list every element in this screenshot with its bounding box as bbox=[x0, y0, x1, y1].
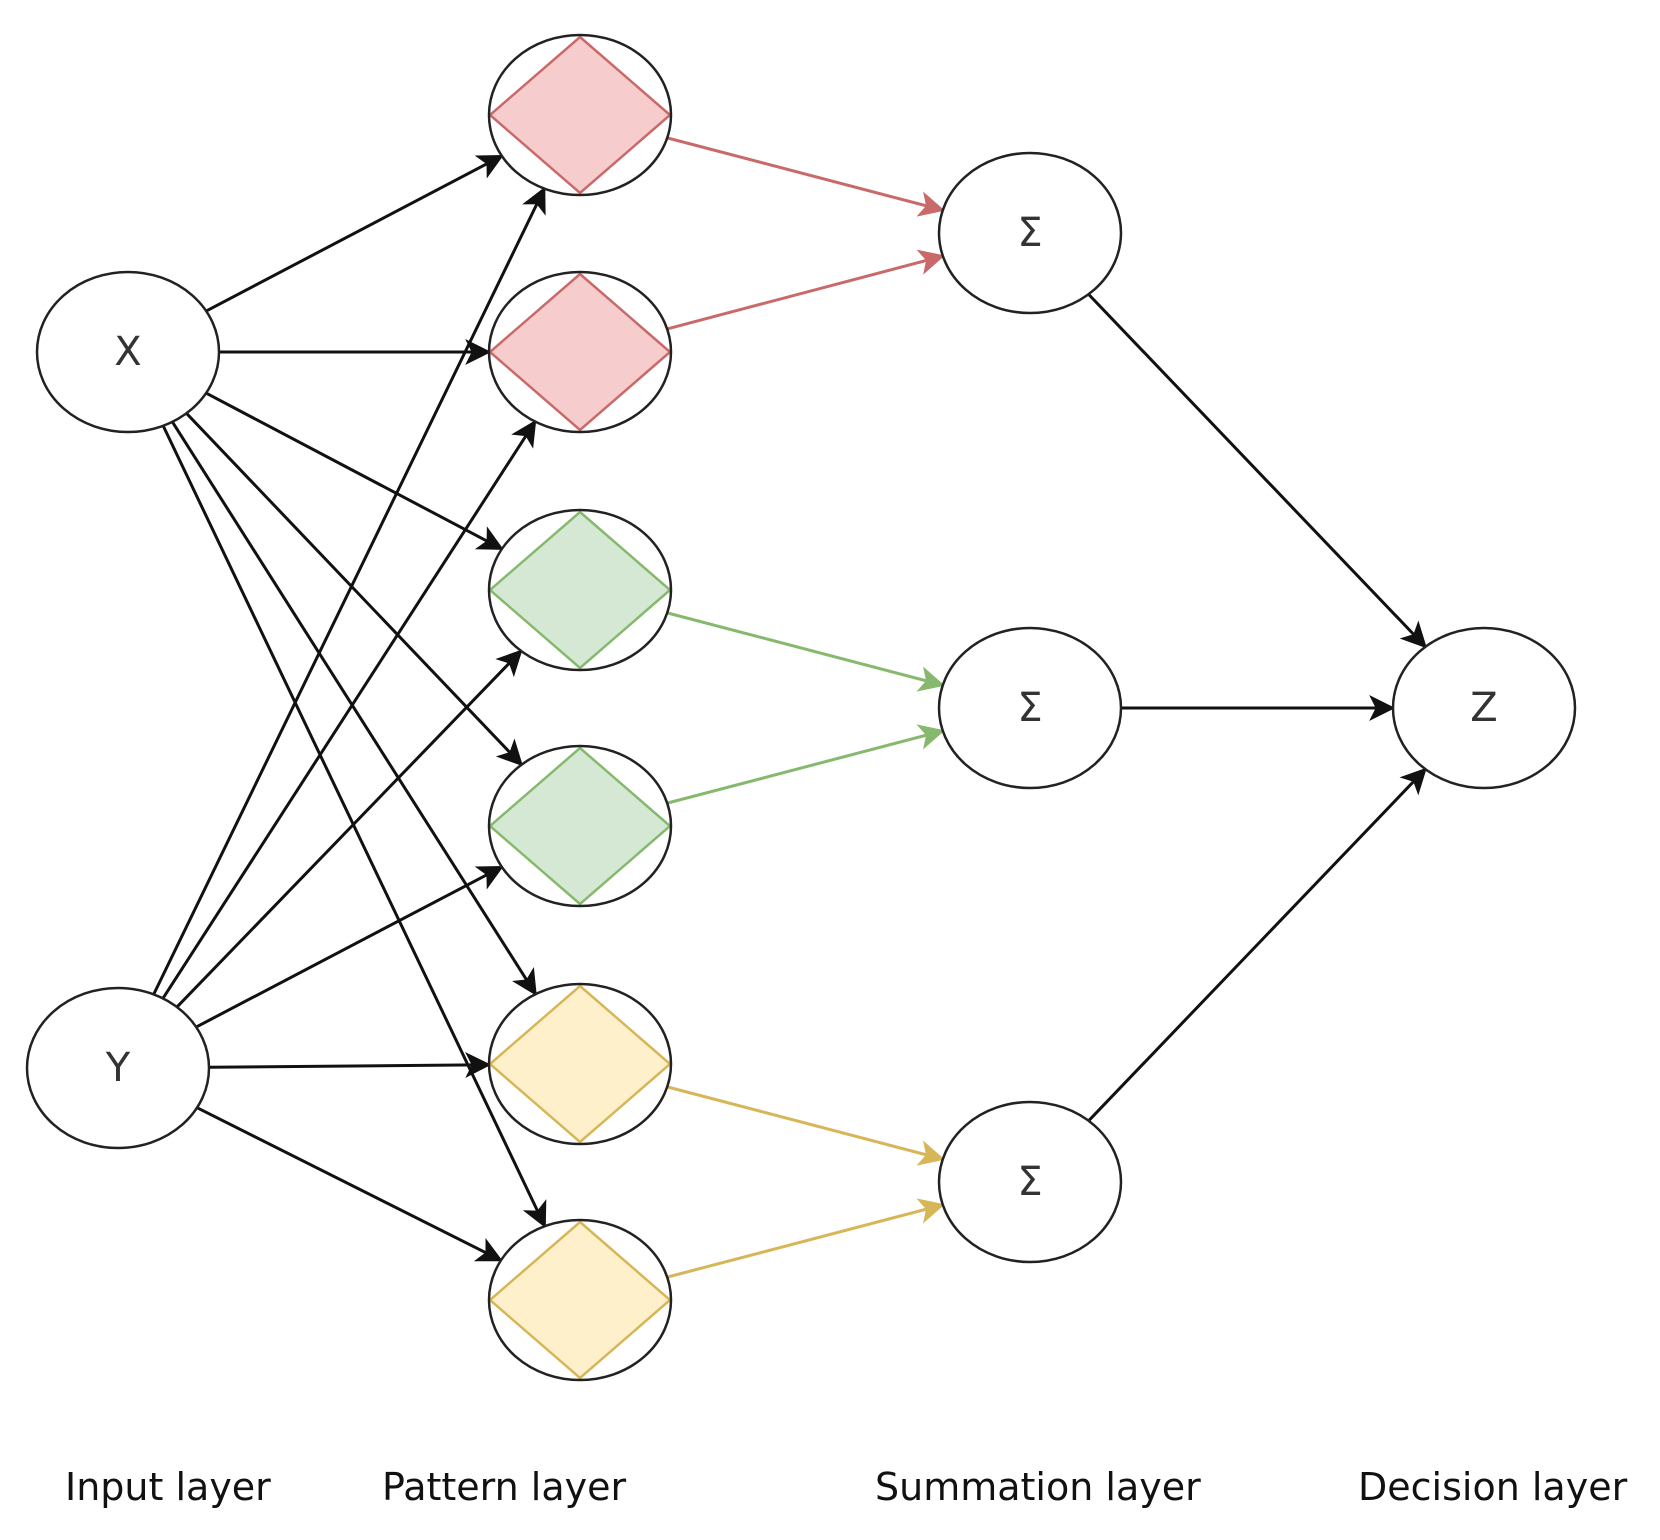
pattern-node-circle bbox=[487, 1218, 673, 1382]
pattern-diamond-red bbox=[488, 35, 672, 195]
edge-p3-to-s2 bbox=[666, 611, 945, 692]
edge-x-to-p6 bbox=[161, 425, 547, 1229]
pattern-node-p1 bbox=[487, 33, 673, 197]
summation-node-s1: Σ bbox=[937, 151, 1123, 315]
pattern-diamond-yellow bbox=[488, 1220, 672, 1380]
layer-label-summation: Summation layer bbox=[875, 1465, 1201, 1509]
layer-label-pattern: Pattern layer bbox=[382, 1465, 627, 1509]
edge-y-to-p6 bbox=[196, 1106, 503, 1262]
pattern-node-circle bbox=[487, 270, 673, 434]
edge-y-to-p4 bbox=[195, 865, 504, 1029]
edge-y-to-p3 bbox=[175, 649, 523, 1009]
decision-node-label: Z bbox=[1470, 685, 1497, 731]
summation-node-s3: Σ bbox=[937, 1100, 1123, 1264]
summation-node-circle bbox=[937, 151, 1123, 315]
edge-p2-to-s1 bbox=[666, 249, 945, 331]
pattern-diamond-green bbox=[488, 746, 672, 906]
input-node-y: Y bbox=[25, 986, 211, 1150]
edge-x-to-p3 bbox=[205, 391, 504, 551]
edge-x-to-p4 bbox=[185, 412, 524, 767]
input-node-circle bbox=[25, 986, 211, 1150]
layer-label-decision: Decision layer bbox=[1358, 1465, 1628, 1509]
summation-node-label: Σ bbox=[1017, 1159, 1042, 1205]
edge-y-to-p2 bbox=[161, 419, 537, 1000]
pattern-node-circle bbox=[487, 982, 673, 1146]
pattern-node-p4 bbox=[487, 744, 673, 908]
pattern-node-p2 bbox=[487, 270, 673, 434]
decision-node-circle bbox=[1391, 626, 1577, 790]
edges bbox=[152, 136, 1427, 1279]
input-node-label: X bbox=[114, 329, 141, 375]
pattern-node-circle bbox=[487, 744, 673, 908]
nodes: X Y Σ Σ Σ Z bbox=[25, 33, 1577, 1382]
pattern-diamond-yellow bbox=[488, 984, 672, 1144]
edge-p6-to-s3 bbox=[666, 1198, 945, 1279]
pattern-node-p6 bbox=[487, 1218, 673, 1382]
pattern-diamond-green bbox=[488, 510, 672, 670]
edge-y-to-p1 bbox=[152, 186, 546, 996]
pattern-node-p3 bbox=[487, 508, 673, 672]
edge-x-to-p5 bbox=[171, 421, 537, 996]
summation-node-circle bbox=[937, 1100, 1123, 1264]
edge-s1-to-z bbox=[1087, 293, 1427, 649]
pattern-node-p5 bbox=[487, 982, 673, 1146]
edge-s3-to-z bbox=[1087, 767, 1427, 1122]
input-node-x: X bbox=[35, 270, 221, 434]
layer-labels: Input layer Pattern layer Summation laye… bbox=[65, 1465, 1628, 1509]
pattern-node-circle bbox=[487, 508, 673, 672]
summation-node-circle bbox=[937, 626, 1123, 790]
edge-x-to-p1 bbox=[205, 154, 504, 313]
summation-node-label: Σ bbox=[1017, 210, 1042, 256]
summation-node-s2: Σ bbox=[937, 626, 1123, 790]
input-node-label: Y bbox=[105, 1045, 131, 1091]
edge-p4-to-s2 bbox=[666, 724, 945, 805]
layer-label-input: Input layer bbox=[65, 1465, 271, 1509]
edge-p5-to-s3 bbox=[666, 1085, 945, 1166]
pattern-node-circle bbox=[487, 33, 673, 197]
edge-p1-to-s1 bbox=[666, 136, 945, 217]
summation-node-label: Σ bbox=[1017, 685, 1042, 731]
pattern-diamond-red bbox=[488, 272, 672, 432]
edge-y-to-p5 bbox=[208, 1051, 492, 1078]
decision-node-z: Z bbox=[1391, 626, 1577, 790]
input-node-circle bbox=[35, 270, 221, 434]
